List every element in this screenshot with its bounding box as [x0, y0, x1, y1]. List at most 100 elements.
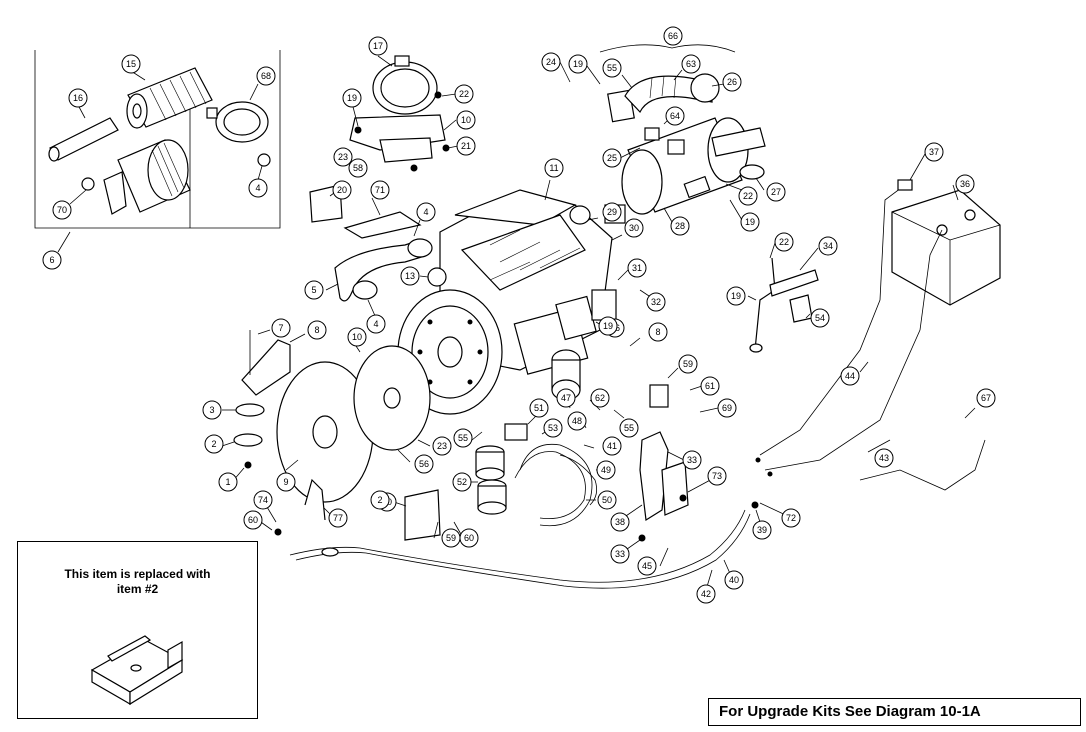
svg-text:55: 55: [607, 63, 617, 73]
svg-text:17: 17: [373, 41, 383, 51]
callout-61: 61: [700, 376, 720, 396]
svg-text:4: 4: [373, 319, 378, 329]
svg-text:66: 66: [668, 31, 678, 41]
svg-text:72: 72: [786, 513, 796, 523]
callout-66: 66: [663, 26, 683, 46]
callout-54: 54: [810, 308, 830, 328]
svg-text:64: 64: [670, 111, 680, 121]
callout-19: 19: [568, 54, 588, 74]
svg-text:5: 5: [311, 285, 316, 295]
svg-text:19: 19: [603, 321, 613, 331]
svg-text:1: 1: [225, 477, 230, 487]
replacement-note-box: This item is replaced with item #2: [17, 541, 258, 719]
muffler-assembly: [559, 44, 766, 223]
callout-23: 23: [333, 147, 353, 167]
callout-19: 19: [342, 88, 362, 108]
svg-text:4: 4: [423, 207, 428, 217]
svg-text:13: 13: [405, 271, 415, 281]
callout-71: 71: [370, 180, 390, 200]
svg-text:10: 10: [352, 332, 362, 342]
callout-64: 64: [665, 106, 685, 126]
callout-19: 19: [598, 316, 618, 336]
callout-4: 4: [366, 314, 386, 334]
svg-text:51: 51: [534, 403, 544, 413]
callout-60: 60: [243, 510, 263, 530]
svg-text:2: 2: [211, 439, 216, 449]
callout-67: 67: [976, 388, 996, 408]
callout-9: 9: [276, 472, 296, 492]
callout-24: 24: [541, 52, 561, 72]
replacement-bracket-drawing: [90, 635, 184, 706]
callout-58: 58: [348, 158, 368, 178]
callout-55: 55: [602, 58, 622, 78]
svg-text:54: 54: [815, 313, 825, 323]
callout-68: 68: [256, 66, 276, 86]
air-filter-inset: [34, 50, 281, 253]
callout-8: 8: [648, 322, 668, 342]
svg-text:27: 27: [771, 187, 781, 197]
callout-15: 15: [121, 54, 141, 74]
callout-19: 19: [726, 286, 746, 306]
svg-text:20: 20: [337, 185, 347, 195]
svg-text:2: 2: [377, 495, 382, 505]
callout-19: 19: [740, 212, 760, 232]
svg-text:68: 68: [261, 71, 271, 81]
callout-39: 39: [752, 520, 772, 540]
callout-59: 59: [441, 528, 461, 548]
callout-53: 53: [543, 418, 563, 438]
callout-3: 3: [202, 400, 222, 420]
callout-23: 23: [432, 436, 452, 456]
svg-text:26: 26: [727, 77, 737, 87]
callout-29: 29: [602, 202, 622, 222]
callout-5: 5: [304, 280, 324, 300]
callout-62: 62: [590, 388, 610, 408]
svg-text:19: 19: [573, 59, 583, 69]
svg-text:52: 52: [457, 477, 467, 487]
callout-16: 16: [68, 88, 88, 108]
callout-37: 37: [924, 142, 944, 162]
callout-8: 8: [307, 320, 327, 340]
svg-text:7: 7: [278, 323, 283, 333]
svg-text:50: 50: [602, 495, 612, 505]
svg-text:60: 60: [464, 533, 474, 543]
svg-text:22: 22: [779, 237, 789, 247]
svg-text:47: 47: [561, 393, 571, 403]
callout-2: 2: [204, 434, 224, 454]
svg-text:62: 62: [595, 393, 605, 403]
callout-77: 77: [328, 508, 348, 528]
callout-27: 27: [766, 182, 786, 202]
svg-text:71: 71: [375, 185, 385, 195]
svg-text:8: 8: [655, 327, 660, 337]
svg-text:69: 69: [722, 403, 732, 413]
replacement-note-line-1: This item is replaced with: [64, 567, 211, 581]
svg-text:39: 39: [757, 525, 767, 535]
callout-60: 60: [459, 528, 479, 548]
battery-and-cables: [747, 153, 1001, 491]
replacement-note-text: This item is replaced with item #2: [18, 567, 257, 597]
flywheel-cover-and-brackets: [221, 329, 441, 541]
callout-26: 26: [722, 72, 742, 92]
svg-text:48: 48: [572, 416, 582, 426]
callout-43: 43: [874, 448, 894, 468]
callout-33: 33: [682, 450, 702, 470]
top-bracket-assembly: [309, 55, 459, 239]
callout-69: 69: [717, 398, 737, 418]
svg-text:21: 21: [461, 141, 471, 151]
svg-text:32: 32: [651, 297, 661, 307]
svg-text:67: 67: [981, 393, 991, 403]
svg-text:22: 22: [459, 89, 469, 99]
svg-text:77: 77: [333, 513, 343, 523]
callout-33: 33: [610, 544, 630, 564]
svg-text:22: 22: [743, 191, 753, 201]
callout-49: 49: [596, 460, 616, 480]
svg-text:36: 36: [960, 179, 970, 189]
air-cleaner-housing: [81, 139, 191, 215]
callout-4: 4: [248, 178, 268, 198]
svg-text:45: 45: [642, 561, 652, 571]
svg-text:25: 25: [607, 153, 617, 163]
callout-10: 10: [456, 110, 476, 130]
callout-44: 44: [840, 366, 860, 386]
svg-text:73: 73: [712, 471, 722, 481]
callout-20: 20: [332, 180, 352, 200]
